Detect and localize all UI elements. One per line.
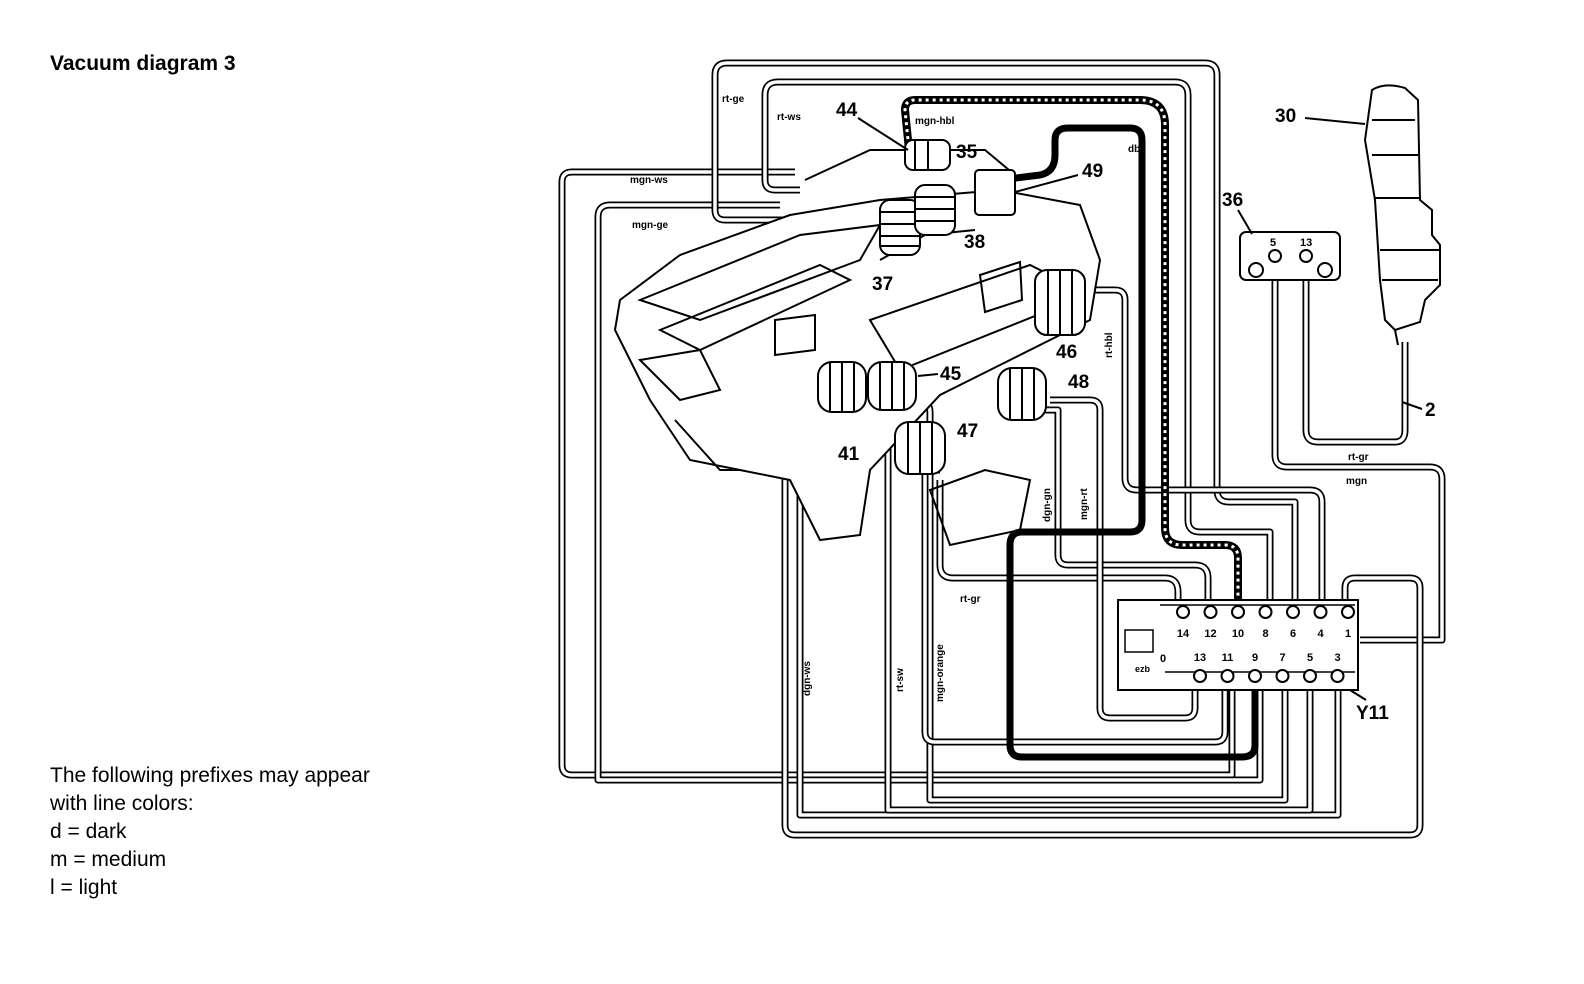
engine-block	[613, 149, 1102, 547]
color-label-mgn: mgn	[1346, 476, 1367, 487]
color-label-mgn-ws: mgn-ws	[630, 175, 668, 186]
hose-mgn-hbl	[900, 96, 1242, 612]
valve-port-number: 13	[1194, 652, 1206, 664]
valve-port-pin	[1303, 669, 1317, 683]
color-label-dgn-ws: dgn-ws	[802, 661, 813, 696]
label-30: 30	[1275, 106, 1296, 127]
color-label-rt-sw: rt-sw	[895, 668, 906, 692]
reservoir-30	[1363, 84, 1441, 346]
component-labels: 30 44 35 49 36 38 37 46 45 48 47 41 2 Y1…	[836, 100, 1436, 724]
label-44: 44	[836, 100, 858, 121]
legend-intro-line2: with line colors:	[50, 792, 194, 815]
actuator-47	[894, 421, 946, 475]
label-36: 36	[1222, 190, 1243, 211]
valve-port-number: 3	[1334, 652, 1340, 664]
legend-item-medium: m = medium	[50, 848, 167, 871]
hose-rt-gr-pump	[1302, 262, 1409, 446]
hose-rt-hbl	[1085, 286, 1326, 610]
hose-rt-ws	[761, 78, 1274, 610]
label-45: 45	[940, 364, 962, 385]
legend-item-light: l = light	[50, 876, 118, 899]
valve-port-pin	[1258, 605, 1273, 619]
valve-port-number: 14	[1177, 628, 1190, 640]
label-y11: Y11	[1356, 703, 1389, 724]
hose-mgn-orange	[921, 466, 1229, 746]
diagram-title: Vacuum diagram 3	[50, 52, 236, 75]
valve-port-number: 12	[1204, 628, 1216, 640]
actuator-45	[867, 361, 917, 411]
vacuum-pump-36: 5 13	[1239, 231, 1341, 281]
label-47: 47	[957, 421, 978, 442]
hose-dbl	[999, 124, 1259, 761]
hose-rt-gr-47	[936, 480, 1182, 612]
label-35: 35	[956, 142, 978, 163]
valve-port-number: 10	[1232, 628, 1244, 640]
actuator-46	[1034, 269, 1086, 336]
valve-left-marker: 0	[1160, 653, 1166, 665]
valve-port-number: 6	[1290, 628, 1296, 640]
label-46: 46	[1056, 342, 1077, 363]
valve-port-pin	[1313, 605, 1328, 619]
color-label-dbl: dbl	[1128, 144, 1143, 155]
valve-code: ezb	[1135, 664, 1151, 674]
label-48: 48	[1068, 372, 1089, 393]
valve-port-pin	[1330, 669, 1345, 683]
hose-mgn-ge	[594, 201, 1264, 784]
legend-intro-line1: The following prefixes may appear	[50, 764, 370, 787]
valve-port-pin	[1220, 669, 1235, 683]
valve-port-pin	[1248, 669, 1262, 683]
hose-mgn-rt	[1050, 396, 1199, 722]
valve-port-number: 5	[1307, 652, 1313, 664]
pump-port-5: 5	[1270, 237, 1276, 249]
valve-port-number: 8	[1262, 628, 1268, 640]
valve-port-pin	[1203, 605, 1218, 619]
pump-port-13: 13	[1300, 237, 1312, 249]
valve-port-number: 4	[1317, 628, 1324, 640]
valve-port-pin	[1286, 605, 1300, 619]
color-label-rt-gr: rt-gr	[960, 594, 981, 605]
label-37: 37	[872, 274, 893, 295]
valve-port-number: 7	[1279, 652, 1285, 664]
actuator-35	[974, 169, 1016, 216]
color-prefix-legend: The following prefixes may appear with l…	[50, 762, 370, 902]
color-label-dgn-gn: dgn-gn	[1042, 488, 1053, 522]
valve-port-number: 11	[1222, 652, 1234, 664]
color-label-rt-ge: rt-ge	[722, 94, 745, 105]
label-41: 41	[838, 444, 860, 465]
valve-port-number: 1	[1345, 628, 1351, 640]
color-label-rt-gr-pump: rt-gr	[1348, 452, 1369, 463]
color-label-rt-hbl: rt-hbl	[1104, 332, 1115, 358]
color-label-rt-ws: rt-ws	[777, 112, 801, 123]
valve-port-pin	[1193, 669, 1207, 683]
valve-port-number: 9	[1252, 652, 1258, 664]
actuator-38	[914, 184, 956, 236]
hose-rt-ge	[711, 59, 1299, 610]
label-49: 49	[1082, 161, 1103, 182]
valve-port-pin	[1341, 605, 1355, 619]
valve-port-pin	[1231, 605, 1245, 619]
color-label-mgn-hbl: mgn-hbl	[915, 116, 955, 127]
color-label-mgn-orange: mgn-orange	[935, 644, 946, 702]
color-label-mgn-rt: mgn-rt	[1079, 488, 1090, 520]
color-label-mgn-ge: mgn-ge	[632, 220, 669, 231]
actuators	[817, 139, 1086, 475]
actuator-48	[997, 367, 1047, 421]
valve-port-pin	[1275, 669, 1290, 683]
label-2: 2	[1425, 400, 1436, 421]
valve-bottom-ports: 13 11 9 7 5 3	[1193, 652, 1345, 683]
actuator-44	[904, 139, 951, 171]
hose-mgn	[1271, 262, 1446, 644]
actuator-41	[817, 361, 867, 413]
valve-top-ports: 14 12 10 8 6 4 1	[1176, 605, 1355, 640]
hose-mgn-ws	[558, 168, 1236, 779]
line-color-labels: rt-ge rt-ws mgn-hbl dbl mgn-ws mgn-ge rt…	[630, 94, 1369, 702]
valve-port-pin	[1176, 605, 1190, 619]
legend-item-dark: d = dark	[50, 820, 127, 843]
hose-dgn-gn	[1045, 406, 1212, 612]
label-38: 38	[964, 232, 985, 253]
